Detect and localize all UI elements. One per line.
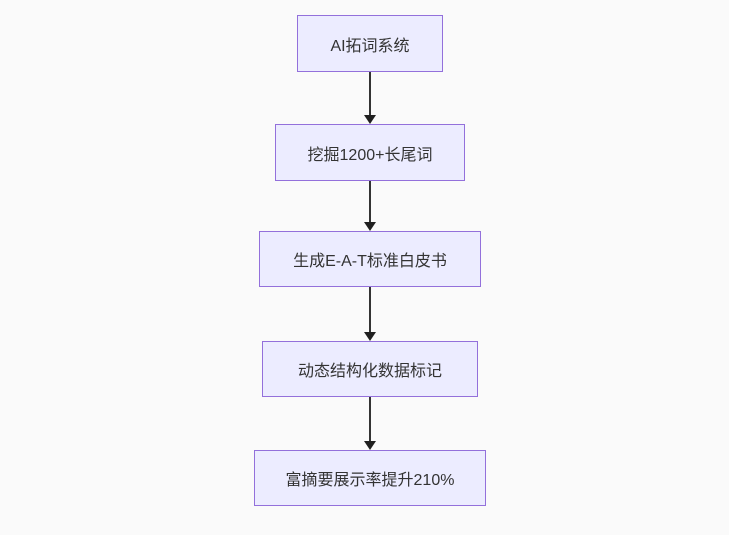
flow-node-label: 挖掘1200+长尾词	[307, 146, 433, 164]
flow-node-eat-whitepaper: 生成E-A-T标准白皮书	[259, 231, 481, 287]
flow-node-label: 富摘要展示率提升210%	[285, 472, 455, 489]
flow-node-rich-snippet-result: 富摘要展示率提升210%	[254, 450, 486, 506]
flow-node-label: 动态结构化数据标记	[297, 363, 442, 380]
flow-node-longtail-mining: 挖掘1200+长尾词	[275, 124, 465, 181]
flow-edge-4	[364, 397, 376, 450]
flow-edge-2	[364, 181, 376, 231]
edge-line	[369, 397, 371, 441]
arrowhead-down-icon	[364, 332, 376, 341]
flow-edge-3	[364, 287, 376, 341]
edge-line	[369, 72, 371, 115]
flow-node-label: AI拓词系统	[330, 37, 410, 55]
flow-node-ai-keyword-system: AI拓词系统	[297, 15, 443, 72]
edge-line	[369, 181, 371, 222]
arrowhead-down-icon	[364, 115, 376, 124]
flow-node-label: 生成E-A-T标准白皮书	[293, 253, 447, 270]
arrowhead-down-icon	[364, 441, 376, 450]
flow-edge-1	[364, 72, 376, 124]
edge-line	[369, 287, 371, 332]
arrowhead-down-icon	[364, 222, 376, 231]
flow-node-structured-data-markup: 动态结构化数据标记	[262, 341, 478, 397]
